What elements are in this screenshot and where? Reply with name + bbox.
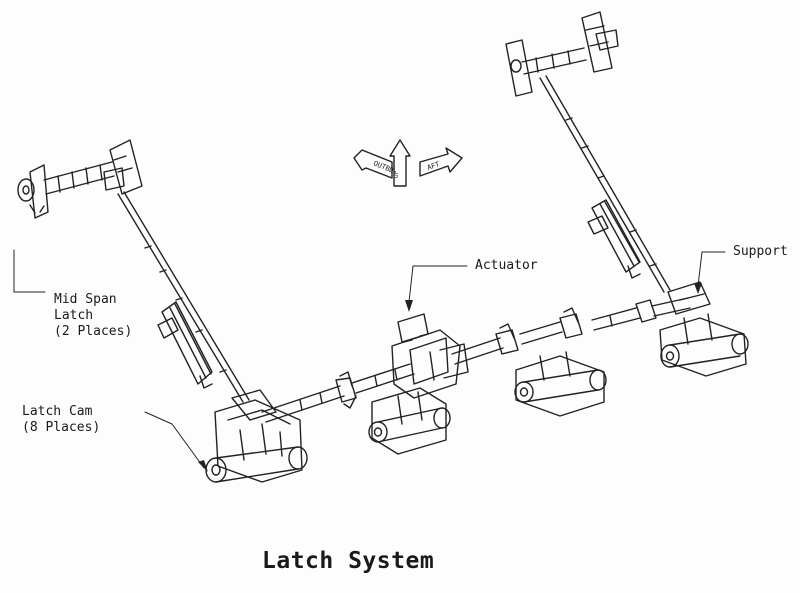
right-mid-span-latch [587,199,641,279]
leader-arrowheads [198,283,702,472]
left-upper-fitting [17,139,143,219]
diagram-title: Latch System [262,548,435,574]
left-latch-cam [205,389,308,483]
right-strut [539,75,671,293]
leader-lines [13,249,726,469]
left-strut [117,191,250,403]
latch-cam-3 [514,351,607,417]
mid-span-latch-label-line-2: Latch [54,308,94,323]
torque-tube [261,297,691,423]
actuator-assembly [391,313,469,399]
mid-span-latch-label-line-3: (2 Places) [54,324,133,339]
latch-cam-label-line-1: Latch Cam [22,404,93,419]
up-text: UP [393,170,400,178]
support-bracket [667,281,711,315]
left-mid-span-latch [157,301,213,389]
latch-cam-label-line-2: (8 Places) [22,420,101,435]
orientation-indicator [353,139,463,187]
outbd-arrow [353,149,393,179]
support-label: Support [733,244,788,259]
actuator-label: Actuator [475,258,538,273]
up-arrow [389,139,411,187]
right-upper-fitting [505,11,619,97]
latch-cam-2 [368,387,451,455]
latch-cam-4 [659,313,749,377]
tube-joints [335,299,657,409]
mid-span-latch-label-line-1: Mid Span [54,292,117,307]
aft-arrow [419,147,463,177]
aft-text: AFT [426,160,441,172]
